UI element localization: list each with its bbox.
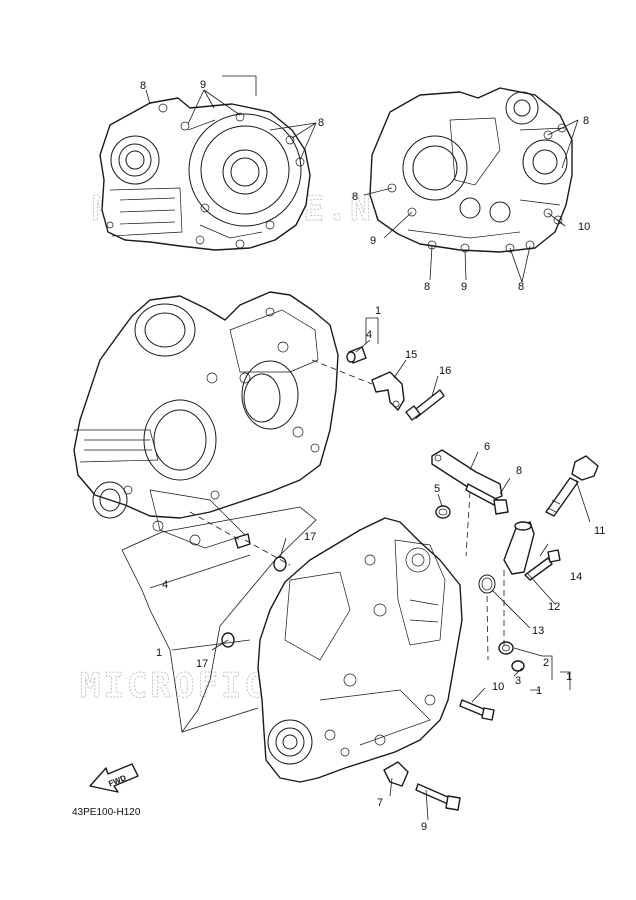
- callout-9-b: 9: [370, 235, 376, 247]
- callout-15: 15: [405, 349, 417, 361]
- leader-lines: [121, 317, 591, 821]
- callout-1-d: 1: [536, 685, 542, 697]
- callout-17-b: 17: [196, 658, 208, 670]
- callout-8-e: 8: [424, 281, 430, 293]
- callout-2: 2: [543, 657, 549, 669]
- callout-5: 5: [434, 483, 440, 495]
- callout-4-a: 4: [366, 329, 372, 341]
- callout-8-c: 8: [583, 115, 589, 127]
- callout-1-c: 1: [566, 671, 572, 683]
- fwd-arrow-icon: FWD: [89, 763, 139, 793]
- callouts-top-left: 8 9 8: [140, 79, 324, 129]
- callout-7: 7: [377, 797, 383, 809]
- callouts-main: 1 4 15 16 6 8 5 11 17 14 12 13 4 1 17 2 …: [156, 305, 605, 833]
- callout-9-c: 9: [461, 281, 467, 293]
- callout-8-a: 8: [140, 80, 146, 92]
- callout-17-a: 17: [304, 531, 316, 543]
- callout-13: 13: [532, 625, 544, 637]
- callout-14: 14: [570, 571, 582, 583]
- diagram-code: 43PE100-H120: [72, 807, 141, 818]
- callout-9-a: 9: [200, 79, 206, 91]
- callout-10-b: 10: [492, 681, 504, 693]
- callout-9-d: 9: [421, 821, 427, 833]
- main-crankcase-left-half: [73, 291, 339, 549]
- small-parts: [221, 346, 599, 811]
- callout-11: 11: [594, 525, 605, 537]
- main-crankcase-right-half: [257, 517, 463, 783]
- callout-4-b: 4: [162, 579, 168, 591]
- callout-1-a: 1: [375, 305, 381, 317]
- callout-6: 6: [484, 441, 490, 453]
- callout-8-b: 8: [318, 117, 324, 129]
- callout-3: 3: [515, 675, 521, 687]
- callouts-top-right: 8 8 9 8 9 8 10: [352, 115, 590, 293]
- callout-16: 16: [439, 365, 451, 377]
- top-right-crankcase-half: [363, 87, 579, 283]
- callout-8-g: 8: [516, 465, 522, 477]
- callout-10-a: 10: [578, 221, 590, 233]
- callout-12: 12: [548, 601, 560, 613]
- callout-1-b: 1: [156, 647, 162, 659]
- callout-8-d: 8: [352, 191, 358, 203]
- callout-8-f: 8: [518, 281, 524, 293]
- top-left-crankcase-half: [99, 75, 317, 251]
